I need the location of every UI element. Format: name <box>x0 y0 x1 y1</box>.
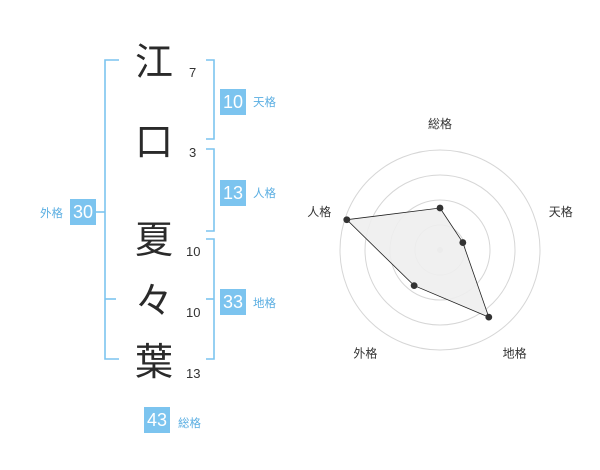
stroke-count-3: 10 <box>186 244 201 259</box>
jinkaku-label: 人格 <box>253 186 276 200</box>
stroke-count-1: 7 <box>189 65 197 80</box>
chikaku-label: 地格 <box>253 296 276 310</box>
name-char-4: 々 <box>134 279 173 323</box>
chikaku-value-badge: 33 <box>220 289 247 315</box>
tenkaku-label: 天格 <box>253 95 276 109</box>
stroke-count-2: 3 <box>189 145 197 160</box>
radar-point-3 <box>485 313 493 321</box>
gaikaku-bracket <box>104 59 119 360</box>
radar-axis-label-5: 人格 <box>307 204 331 219</box>
radar-point-4 <box>410 282 418 289</box>
radar-axis-label-1: 総格 <box>428 116 452 131</box>
name-char-3: 夏 <box>134 218 173 262</box>
radar-axis-label-3: 地格 <box>503 346 527 361</box>
soukaku-value-badge: 43 <box>144 407 171 433</box>
radar-axis-label-2: 天格 <box>549 204 573 219</box>
name-char-1: 江 <box>134 40 173 84</box>
stroke-count-5: 13 <box>186 366 201 381</box>
stroke-count-4: 10 <box>186 305 201 320</box>
radar-point-1 <box>436 204 444 212</box>
tenkaku-bracket <box>206 59 215 140</box>
name-char-5: 葉 <box>134 340 173 384</box>
radar-ring-4 <box>339 149 541 351</box>
gaikaku-value-badge: 30 <box>70 199 97 225</box>
radar-point-5 <box>343 216 351 224</box>
name-char-2: 口 <box>134 120 173 164</box>
radar-point-2 <box>459 239 467 246</box>
soukaku-label: 総格 <box>178 416 201 430</box>
gaikaku-label: 外格 <box>40 206 63 220</box>
radar-value-polygon <box>345 207 490 318</box>
jinkaku-value-badge: 13 <box>220 180 247 206</box>
tenkaku-value-badge: 10 <box>220 89 247 115</box>
radar-ring-3 <box>364 174 516 326</box>
radar-axis-label-4: 外格 <box>353 346 377 361</box>
jinkaku-bracket <box>206 148 215 232</box>
